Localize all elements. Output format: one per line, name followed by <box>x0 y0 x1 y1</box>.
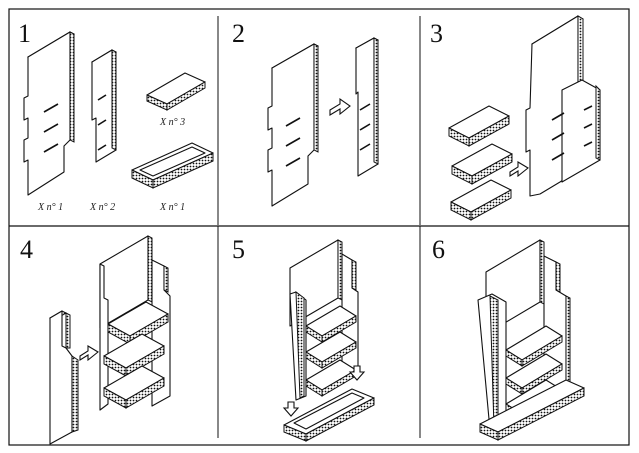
arrow-down-icon <box>282 401 300 417</box>
base-tray-part <box>283 388 375 442</box>
arrow-right-icon <box>509 161 529 178</box>
panel-2: 2 <box>232 19 380 207</box>
shelf-part <box>146 72 206 111</box>
shelf-part <box>448 105 510 147</box>
side-panel-part <box>23 31 76 196</box>
assembled-shelving-part <box>289 239 359 401</box>
shelf-part <box>450 179 512 221</box>
shelf-part <box>451 143 513 185</box>
arrow-right-icon <box>329 97 351 116</box>
panel-6: 6 <box>432 235 585 441</box>
caption-qty-shelf: X n° 3 <box>159 117 185 128</box>
panel-1: 1 <box>18 19 214 213</box>
side-panel-part <box>267 43 320 207</box>
base-tray-part <box>131 142 214 189</box>
panel-number: 2 <box>232 19 245 48</box>
panel-number: 5 <box>232 235 245 264</box>
middle-panel-part <box>354 37 380 177</box>
panel-5: 5 <box>232 235 375 442</box>
panel-3: 3 <box>430 15 601 221</box>
panel-number: 4 <box>20 235 33 264</box>
arrow-down-icon <box>348 365 366 381</box>
caption-qty-side: X n° 1 <box>37 202 63 213</box>
panel-number: 3 <box>430 19 443 48</box>
caption-qty-base: X n° 1 <box>159 202 185 213</box>
frame <box>8 8 630 446</box>
arrow-right-icon <box>79 345 99 362</box>
middle-panel-part <box>90 49 118 163</box>
panel-number: 1 <box>18 19 31 48</box>
assembled-frame-part <box>525 15 601 197</box>
panel-number: 6 <box>432 235 445 264</box>
side-panel-part <box>48 310 79 445</box>
finished-shelving-unit <box>477 239 585 441</box>
caption-qty-middle: X n° 2 <box>89 202 115 213</box>
assembled-shelving-part <box>99 235 171 411</box>
panel-4: 4 <box>20 235 171 445</box>
